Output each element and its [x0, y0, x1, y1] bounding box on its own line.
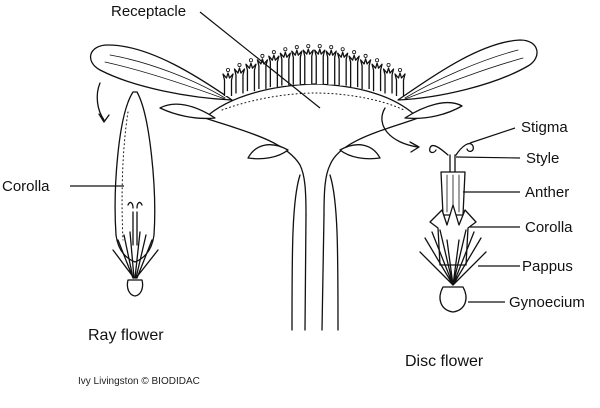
receptacle-label: Receptacle: [111, 3, 186, 20]
stigma-label: Stigma: [521, 119, 568, 136]
receptacle-underside-left: [204, 117, 307, 216]
disc-floret-stigma: [283, 47, 288, 52]
gynoecium-label: Gynoecium: [509, 294, 585, 311]
credit-text: Ivy Livingston © BIODIDAC: [78, 376, 200, 387]
disc-floret: [314, 48, 326, 85]
disc-floret-stigma: [363, 53, 368, 58]
disc-floret-stigma: [294, 45, 299, 50]
bract-right-lower: [339, 144, 381, 160]
pappus-label: Pappus: [522, 258, 573, 275]
disc-floret-stigma: [225, 68, 230, 73]
style-leader: [455, 156, 521, 159]
ray-flower-corolla-dotted: [121, 111, 129, 241]
disc-floret: [302, 48, 314, 85]
disc-florets-row: [222, 44, 406, 96]
stigma-leader: [469, 127, 516, 144]
arrow-to-disc-flower-head: [409, 141, 420, 153]
disc-floret: [233, 67, 246, 94]
bract-left-lower: [247, 144, 289, 160]
disc-floret-stigma: [397, 68, 402, 73]
disc-floret-stigma: [306, 44, 311, 49]
corolla-right-label: Corolla: [525, 219, 573, 236]
flower-head: [90, 39, 538, 331]
disc-floret-stigma: [248, 58, 253, 63]
disc-flower-gynoecium: [439, 286, 467, 313]
disc-floret: [382, 67, 395, 94]
ray-petal-left-vein2: [104, 61, 226, 100]
bract-right-upper: [404, 102, 463, 120]
disc-floret: [394, 72, 406, 96]
disc-flower-pappus: [419, 229, 487, 286]
disc-floret-stigma: [375, 58, 380, 63]
disc-floret: [291, 49, 303, 85]
arrow-to-ray-flower-head: [98, 113, 110, 123]
anther-label: Anther: [525, 184, 569, 201]
ray-petal-left-vein: [109, 54, 226, 99]
disc-floret-stigma: [260, 53, 265, 58]
disc-flower-caption: Disc flower: [405, 353, 484, 370]
disc-floret: [245, 62, 257, 92]
receptacle-leader: [199, 11, 321, 109]
stem-left-edge: [304, 214, 307, 331]
ray-flower-caption: Ray flower: [88, 327, 164, 344]
disc-flower-corolla: [429, 204, 477, 266]
ray-petal-right: [397, 39, 538, 101]
disc-floret: [348, 54, 360, 88]
bract-left-upper: [159, 103, 216, 120]
disc-floret-stigma: [329, 45, 334, 50]
ray-flower-ovary: [126, 279, 144, 297]
disc-floret: [371, 62, 383, 92]
ray-flower-figure: [112, 91, 159, 297]
ray-petal-right-vein: [404, 49, 519, 99]
left-pedicel: [291, 174, 301, 331]
disc-floret-stigma: [271, 50, 276, 55]
disc-floret-stigma: [317, 44, 322, 49]
ray-petal-right-vein2: [404, 57, 524, 100]
disc-floret-stigma: [352, 50, 357, 55]
ray-flower-pappus: [112, 231, 159, 279]
right-pedicel: [329, 174, 339, 331]
disc-floret-stigma: [386, 63, 391, 68]
corolla-left-label: Corolla: [2, 178, 50, 195]
disc-floret-stigma: [237, 63, 242, 68]
receptacle: [204, 83, 419, 119]
disc-floret-stigma: [340, 47, 345, 52]
receptacle-dotted-outline: [221, 92, 405, 111]
disc-flower-figure: [419, 142, 487, 313]
receptacle-underside-right: [323, 117, 419, 216]
ray-petal-left: [90, 44, 233, 101]
ray-flower-corolla: [114, 91, 156, 263]
ray-flower-stigma: [127, 201, 143, 209]
disc-floret: [359, 58, 372, 89]
disc-floret: [325, 49, 337, 85]
ray-flower-style: [132, 211, 138, 246]
disc-floret: [337, 51, 349, 86]
disc-floret: [222, 72, 234, 96]
disc-floret: [279, 51, 291, 86]
style-label: Style: [526, 150, 559, 167]
disc-floret: [256, 58, 269, 89]
arrow-to-ray-flower: [96, 82, 105, 121]
stem-right-edge: [321, 214, 325, 331]
disc-flower-stigma: [428, 142, 474, 156]
arrow-to-disc-flower: [381, 107, 419, 148]
